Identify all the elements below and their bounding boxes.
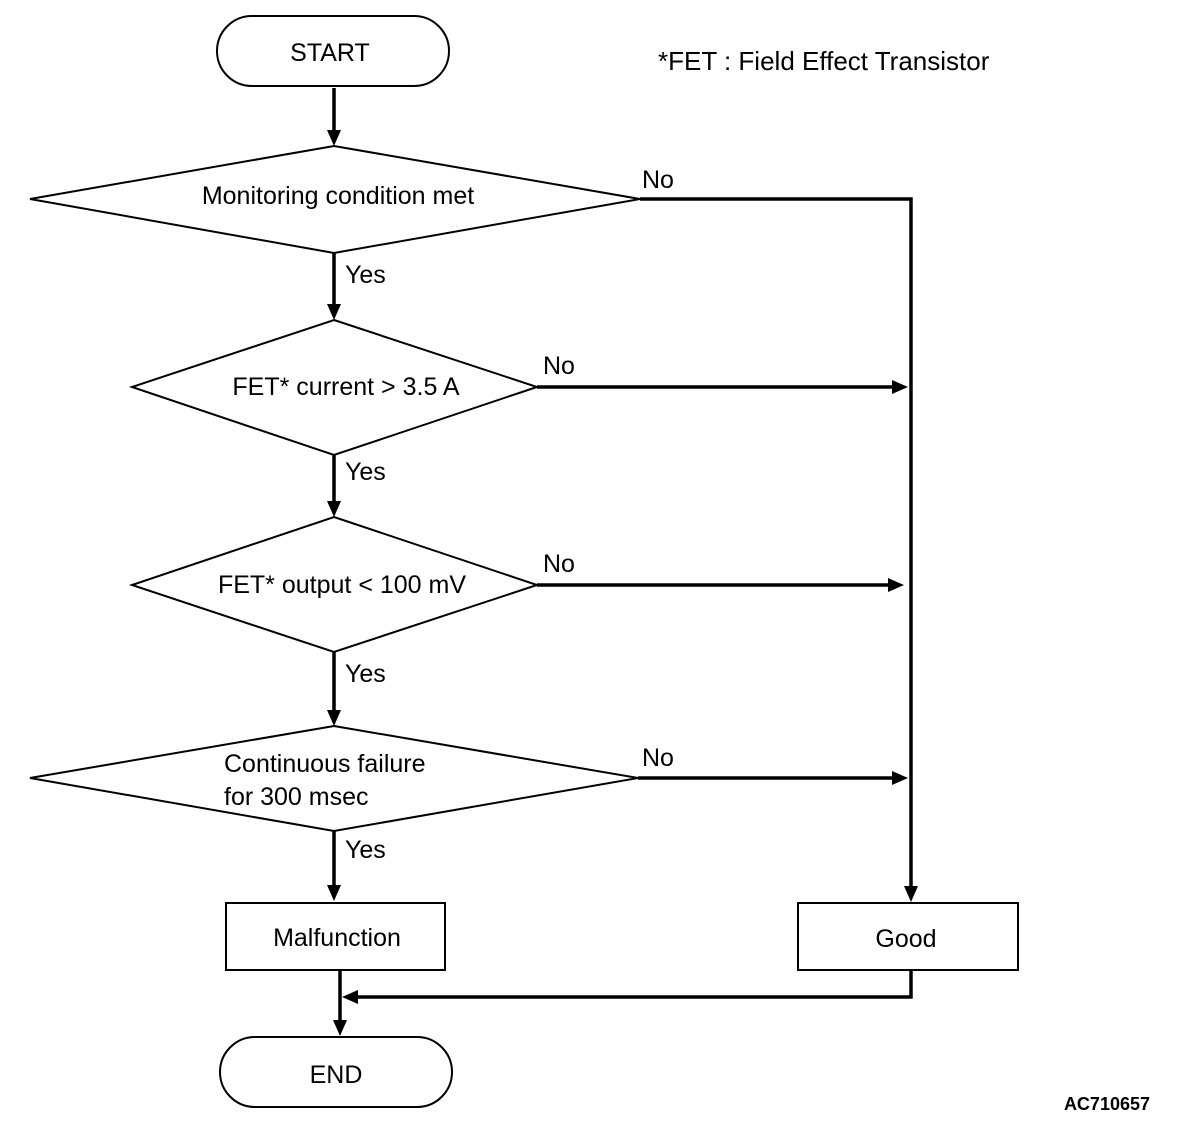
arrowhead-d4-malfunction <box>327 885 341 901</box>
arrowhead-end <box>333 1020 347 1036</box>
arrowhead-d1-d2 <box>327 304 341 320</box>
d1-no-label: No <box>642 166 674 194</box>
decision-continuous-failure-label-line2: for 300 msec <box>224 783 369 811</box>
connector-good-merge <box>356 970 913 999</box>
decision-monitoring-condition-label: Monitoring condition met <box>202 182 474 210</box>
decision-continuous-failure <box>29 724 639 833</box>
d1-yes-label: Yes <box>345 261 386 289</box>
arrowhead-d4-no <box>892 771 908 785</box>
d3-yes-label: Yes <box>345 660 386 688</box>
d2-yes-label: Yes <box>345 458 386 486</box>
arrowhead-d3-d4 <box>327 710 341 726</box>
d4-yes-label: Yes <box>345 836 386 864</box>
start-label: START <box>290 39 370 67</box>
figure-code: AC710657 <box>1064 1094 1150 1114</box>
arrowhead-merge <box>342 990 358 1004</box>
end-terminal <box>219 1036 453 1108</box>
good-box <box>797 902 1019 971</box>
arrowhead-d3-no <box>888 578 904 592</box>
d4-no-label: No <box>642 744 674 772</box>
footnote-fet: *FET : Field Effect Transistor <box>658 46 990 76</box>
d3-no-label: No <box>543 550 575 578</box>
arrowhead-d2-d3 <box>327 501 341 517</box>
connector-d1-no <box>640 197 913 888</box>
end-label: END <box>310 1061 363 1089</box>
malfunction-box <box>225 902 446 971</box>
d2-no-label: No <box>543 352 575 380</box>
good-label: Good <box>875 925 936 953</box>
malfunction-label: Malfunction <box>273 924 401 952</box>
arrowhead-d2-no <box>892 380 908 394</box>
decision-continuous-failure-label-line1: Continuous failure <box>224 750 426 778</box>
arrowhead-good <box>904 886 918 902</box>
decision-fet-output-label: FET* output < 100 mV <box>218 571 466 599</box>
start-terminal <box>216 15 450 87</box>
arrowhead-start-d1 <box>327 130 341 146</box>
decision-fet-current-label: FET* current > 3.5 A <box>232 373 460 401</box>
